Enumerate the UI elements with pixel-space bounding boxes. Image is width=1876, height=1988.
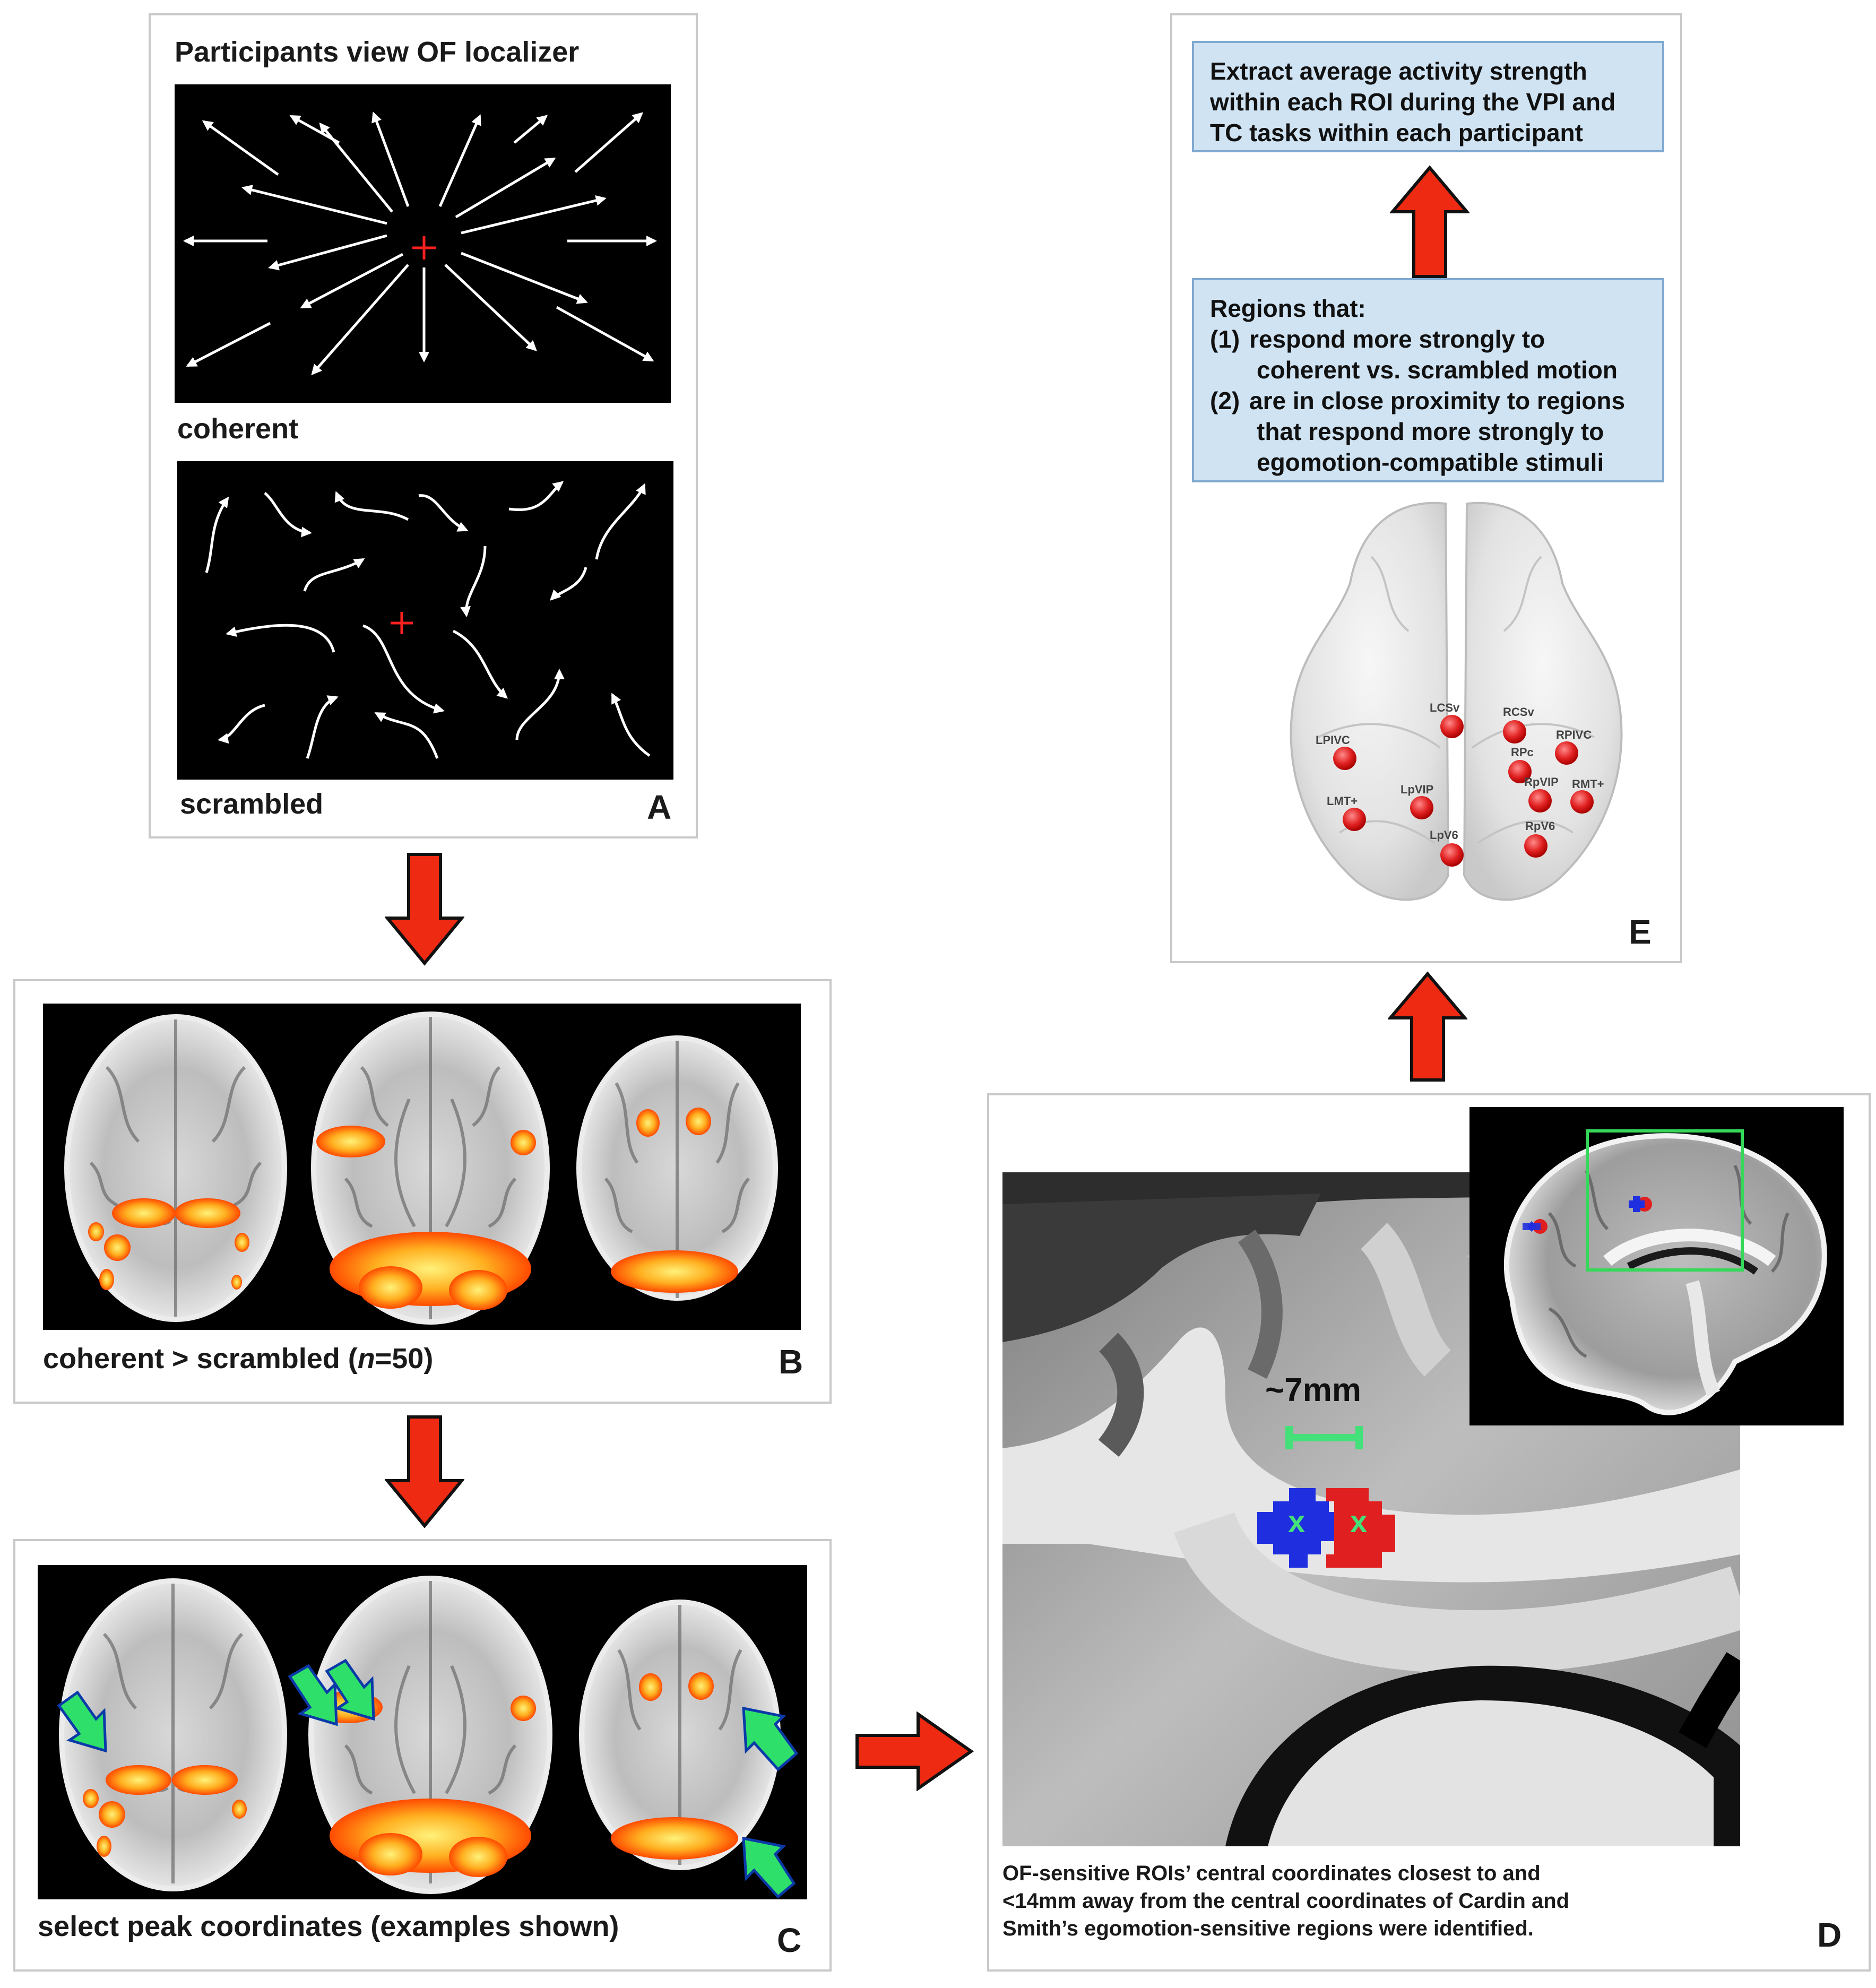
criterion-1: (1) respond more strongly to coherent vs… xyxy=(1210,324,1646,385)
extract-activity-box: Extract average activity strength within… xyxy=(1192,41,1664,152)
coherent-label: coherent xyxy=(177,413,299,445)
roi-label-rmtplus: RMT+ xyxy=(1572,777,1604,791)
extract-line-3: TC tasks within each participant xyxy=(1210,119,1583,146)
panel-c-letter: C xyxy=(777,1921,802,1959)
red-roi-center-marker: x xyxy=(1350,1505,1368,1539)
panel-b-caption-n: n xyxy=(357,1343,375,1375)
panel-e: Extract average activity strength within… xyxy=(1170,13,1682,963)
panel-c: select peak coordinates (examples shown)… xyxy=(13,1539,832,1972)
roi-lpv6-sphere xyxy=(1440,843,1464,867)
roi-rpc-sphere xyxy=(1508,760,1532,783)
panel-a-letter: A xyxy=(647,788,672,826)
regions-title: Regions that: xyxy=(1210,295,1366,322)
regions-criteria-box: Regions that: (1) respond more strongly … xyxy=(1192,278,1664,482)
scrambled-label: scrambled xyxy=(180,788,324,820)
panel-d-caption-line-2: <14mm away from the central coordinates … xyxy=(1002,1889,1570,1913)
axial-brain-slices-c xyxy=(57,1576,799,1899)
green-arrow-1 xyxy=(57,1690,107,1753)
red-roi xyxy=(1326,1488,1395,1568)
panel-e-letter: E xyxy=(1629,913,1652,951)
criterion-2: (2) are in close proximity to regions th… xyxy=(1210,385,1646,478)
right-arrow-c-to-d xyxy=(855,1712,974,1791)
panel-d-caption-line-3: Smith’s egomotion-sensitive regions were… xyxy=(1002,1917,1534,1940)
down-arrow-b-to-c xyxy=(385,1415,464,1528)
roi-rpivc-sphere xyxy=(1555,741,1578,765)
roi-label-lpvip: LpVIP xyxy=(1400,783,1433,796)
criterion-1-line-1: respond more strongly to xyxy=(1249,325,1545,353)
scrambled-stimulus xyxy=(177,461,673,780)
coherent-flow-arrows xyxy=(183,111,657,376)
extract-line-1: Extract average activity strength xyxy=(1210,57,1587,85)
up-arrow-d-to-e xyxy=(1388,971,1467,1082)
panel-a-title: Participants view OF localizer xyxy=(175,36,580,68)
inset-zoom-box xyxy=(1586,1129,1744,1272)
roi-lpvip-sphere xyxy=(1410,796,1433,819)
roi-label-rpivc: RPIVC xyxy=(1556,728,1592,741)
panel-b-caption-suffix: =50) xyxy=(375,1343,434,1375)
panel-d-letter: D xyxy=(1817,1916,1842,1954)
distance-label: ~7mm xyxy=(1265,1372,1361,1408)
roi-label-lpv6: LpV6 xyxy=(1430,828,1458,842)
roi-lcsv-sphere xyxy=(1440,715,1464,738)
panel-d-caption: OF-sensitive ROIs’ central coordinates c… xyxy=(1002,1860,1569,1942)
green-arrow-3 xyxy=(325,1658,375,1721)
green-arrow-4 xyxy=(742,1706,799,1771)
green-arrow-5 xyxy=(742,1836,796,1899)
blue-roi-center-marker: x xyxy=(1288,1505,1306,1539)
criterion-2-line-1: are in close proximity to regions xyxy=(1249,387,1626,414)
roi-label-lpivc: LPIVC xyxy=(1316,733,1350,747)
roi-rpvip-sphere xyxy=(1528,789,1552,813)
panel-b-caption: coherent > scrambled (n=50) xyxy=(43,1342,433,1375)
roi-label-rpc: RPc xyxy=(1511,746,1534,759)
glass-brain-rois: LCSv RCSv LPIVC RPIVC RPc LpVIP RpVIP RM… xyxy=(1290,502,1623,901)
roi-label-rpvip: RpVIP xyxy=(1524,775,1559,789)
criterion-2-number: (2) xyxy=(1210,387,1240,414)
panel-a: Participants view OF localizer xyxy=(149,13,698,839)
roi-label-rcsv: RCSv xyxy=(1503,705,1534,719)
roi-label-rpv6: RpV6 xyxy=(1525,819,1555,833)
brain-slices-c xyxy=(38,1565,807,1899)
coherent-stimulus xyxy=(175,84,671,403)
roi-label-lmtplus: LMT+ xyxy=(1327,794,1358,808)
roi-rmtplus-sphere xyxy=(1570,790,1594,814)
roi-rpv6-sphere xyxy=(1524,834,1548,858)
axial-brain-slices-b xyxy=(64,1012,778,1325)
sagittal-inset xyxy=(1469,1107,1844,1425)
down-arrow-a-to-b xyxy=(385,853,464,966)
green-arrow-2 xyxy=(288,1664,338,1726)
roi-rcsv-sphere xyxy=(1503,720,1526,744)
panel-b-letter: B xyxy=(779,1343,803,1381)
sagittal-brain-image xyxy=(1503,1129,1827,1415)
criterion-2-line-2: that respond more strongly to xyxy=(1257,418,1604,445)
distance-bar xyxy=(1285,1426,1363,1449)
panel-c-caption: select peak coordinates (examples shown) xyxy=(38,1911,619,1942)
criterion-1-line-2: coherent vs. scrambled motion xyxy=(1257,356,1618,384)
brain-slices-b xyxy=(43,1004,801,1330)
panel-d: ~7mm x x xyxy=(987,1093,1871,1972)
panel-b-caption-prefix: coherent > scrambled ( xyxy=(43,1343,358,1375)
panel-d-caption-line-1: OF-sensitive ROIs’ central coordinates c… xyxy=(1002,1862,1541,1885)
roi-lpivc-sphere xyxy=(1333,747,1356,770)
panel-b: coherent > scrambled (n=50) B xyxy=(13,979,832,1404)
extract-line-2: within each ROI during the VPI and xyxy=(1210,88,1616,116)
blue-roi xyxy=(1257,1488,1334,1568)
roi-lmtplus-sphere xyxy=(1343,808,1366,831)
criterion-2-line-3: egomotion-compatible stimuli xyxy=(1257,448,1604,476)
up-arrow-within-e xyxy=(1390,165,1469,278)
criterion-1-number: (1) xyxy=(1210,325,1240,353)
roi-label-lcsv: LCSv xyxy=(1430,701,1460,714)
scrambled-motion-arrows xyxy=(205,481,651,759)
